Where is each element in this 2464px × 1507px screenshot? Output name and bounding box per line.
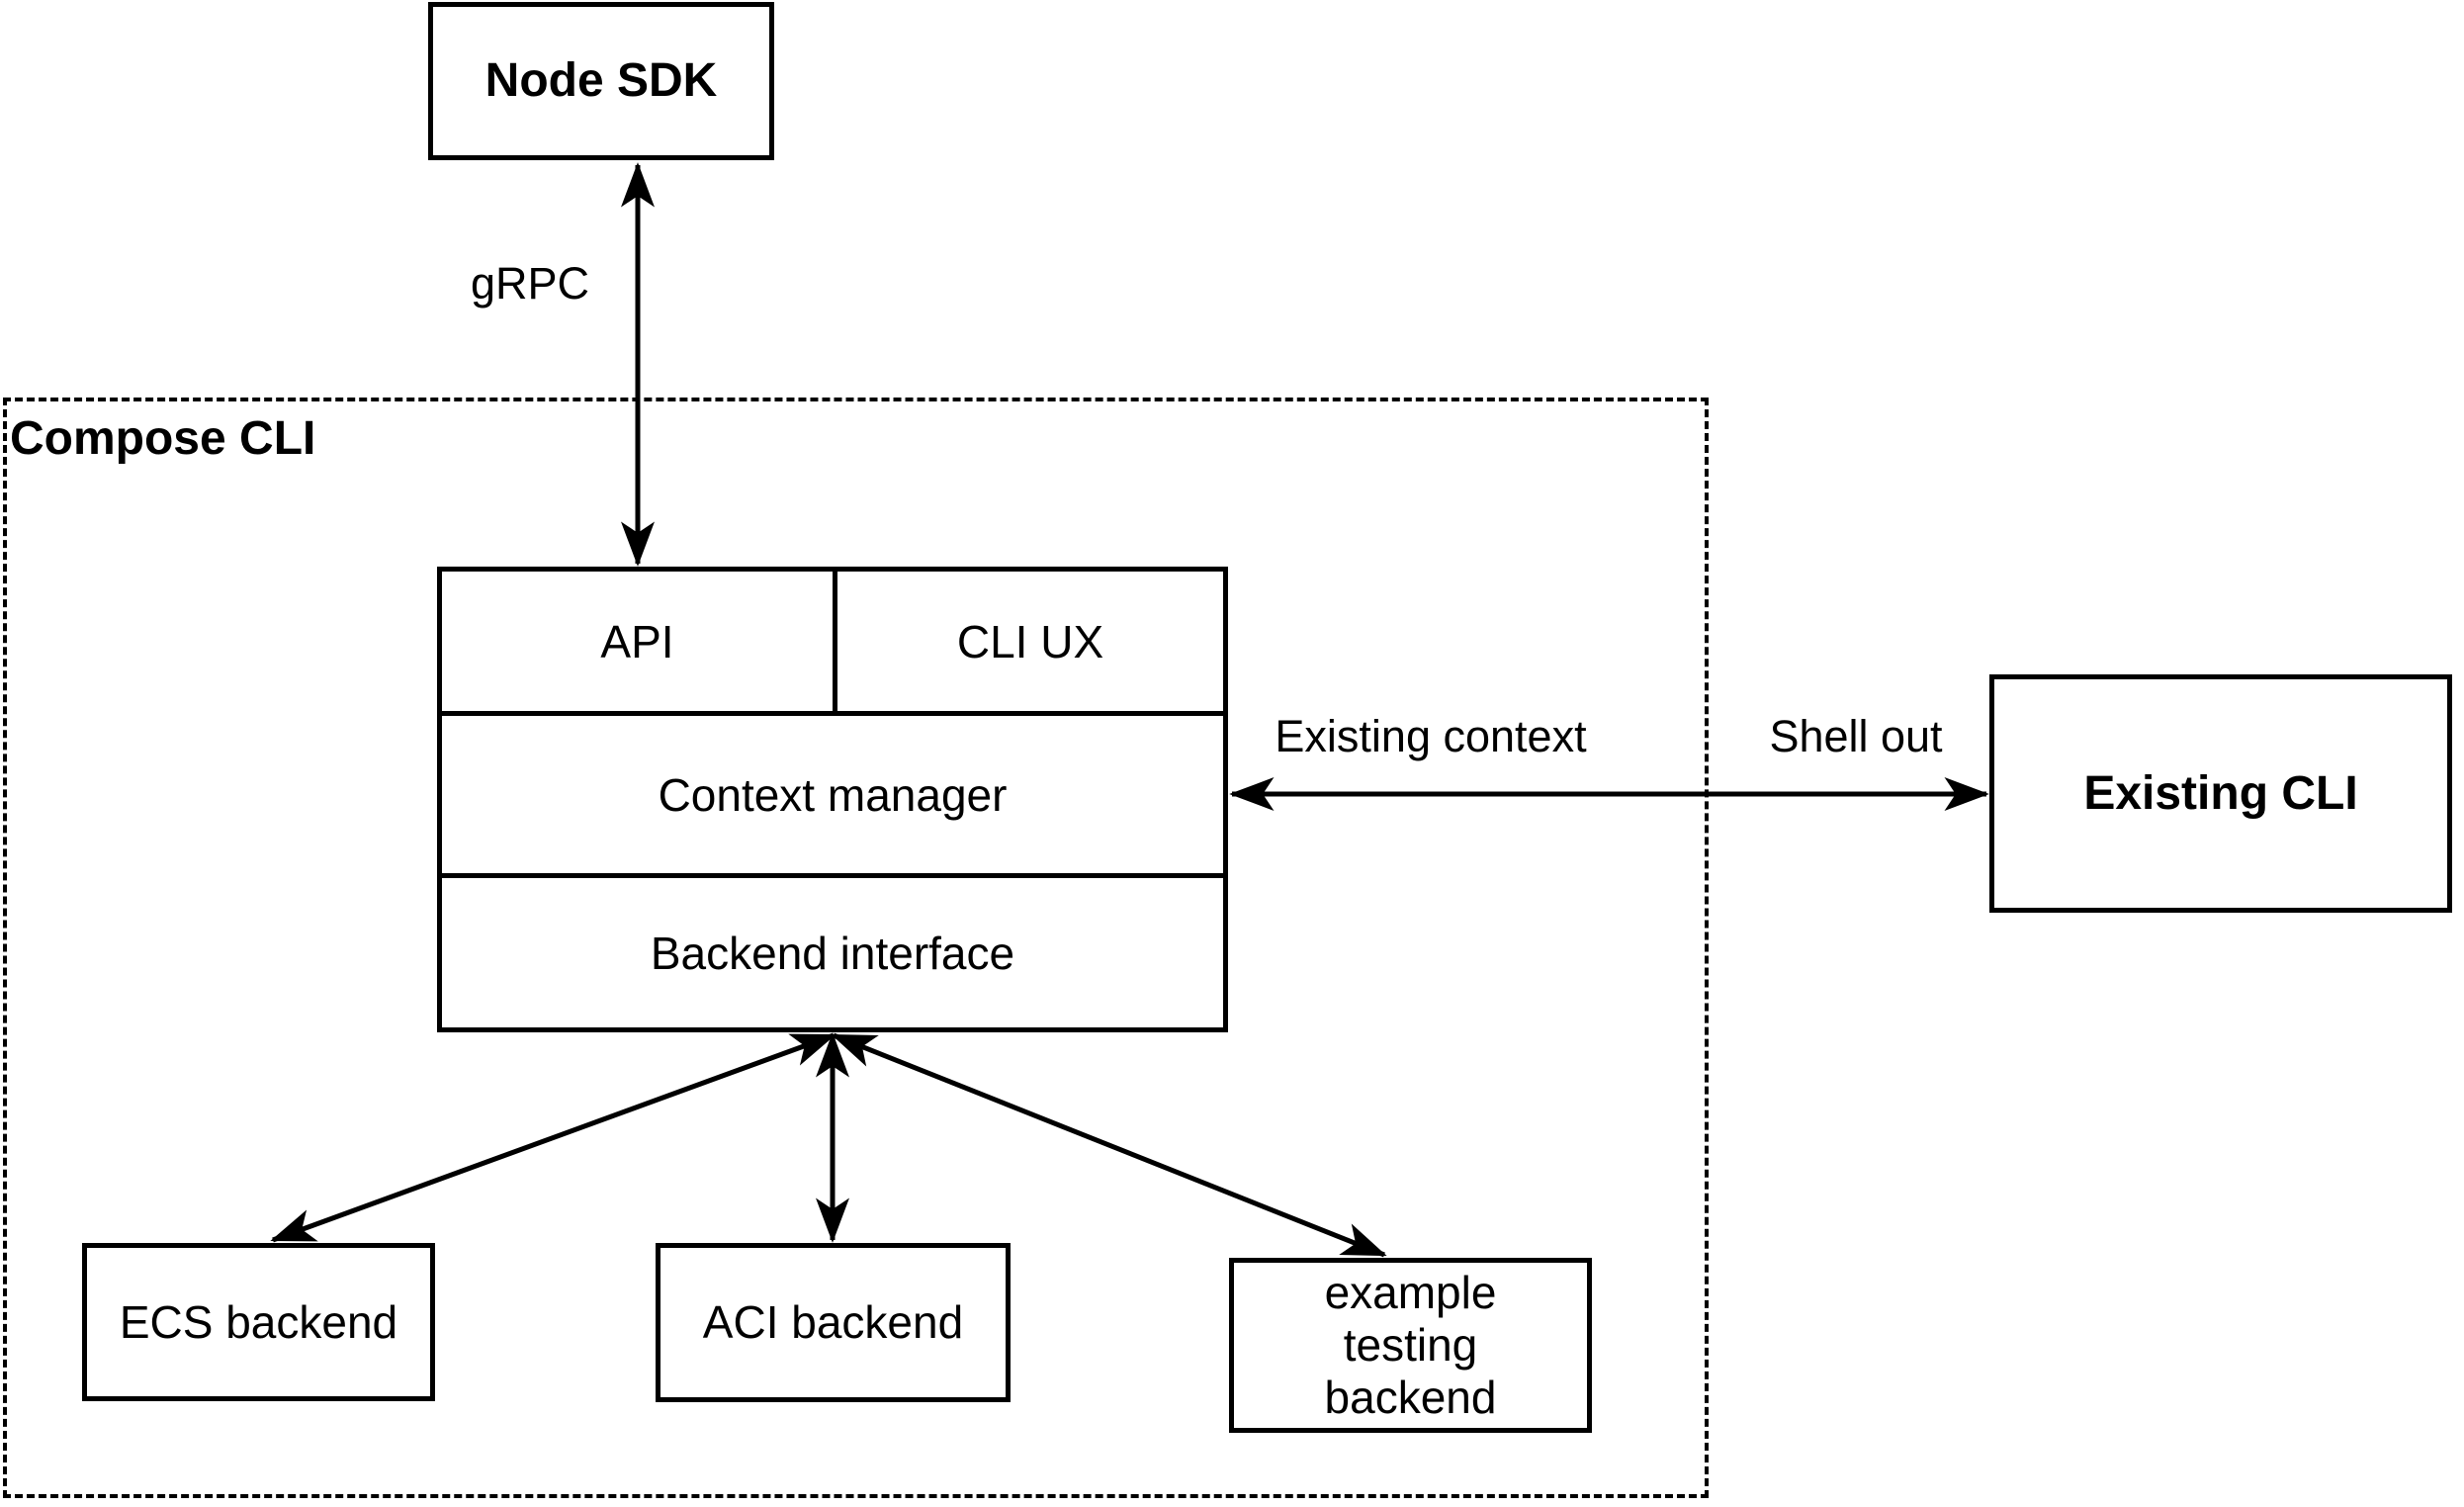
- node-sdk-box: Node SDK: [428, 2, 774, 160]
- context-manager-box: Context manager: [442, 716, 1223, 878]
- existing-cli-label: Existing CLI: [2083, 766, 2358, 820]
- api-label: API: [600, 615, 674, 667]
- existing-cli-box: Existing CLI: [1989, 674, 2452, 913]
- existing-context-edge-label: Existing context: [1275, 711, 1587, 761]
- compose-cli-stack: API CLI UX Context manager Backend inter…: [437, 567, 1228, 1032]
- ecs-backend-box: ECS backend: [82, 1243, 435, 1401]
- grpc-edge-label: gRPC: [470, 258, 590, 309]
- compose-cli-group-label: Compose CLI: [10, 412, 316, 465]
- aci-backend-box: ACI backend: [656, 1243, 1011, 1402]
- compose-cli-group-boundary: [3, 398, 1709, 1498]
- stack-row-top: API CLI UX: [442, 572, 1223, 716]
- shell-out-edge-label: Shell out: [1769, 711, 1943, 761]
- backend-interface-cell: Backend interface: [442, 878, 1223, 1027]
- backend-interface-box: Backend interface: [442, 878, 1223, 1027]
- example-testing-backend-box: example testing backend: [1229, 1258, 1592, 1433]
- cli-ux-box: CLI UX: [837, 572, 1223, 711]
- context-manager-label: Context manager: [658, 768, 1008, 821]
- backend-interface-label: Backend interface: [650, 927, 1015, 979]
- cli-ux-label: CLI UX: [956, 615, 1104, 667]
- node-sdk-label: Node SDK: [484, 54, 718, 108]
- api-box: API: [442, 572, 837, 711]
- aci-backend-label: ACI backend: [702, 1296, 964, 1349]
- context-manager-cell: Context manager: [442, 716, 1223, 873]
- example-testing-backend-label: example testing backend: [1324, 1267, 1497, 1423]
- ecs-backend-label: ECS backend: [119, 1295, 398, 1348]
